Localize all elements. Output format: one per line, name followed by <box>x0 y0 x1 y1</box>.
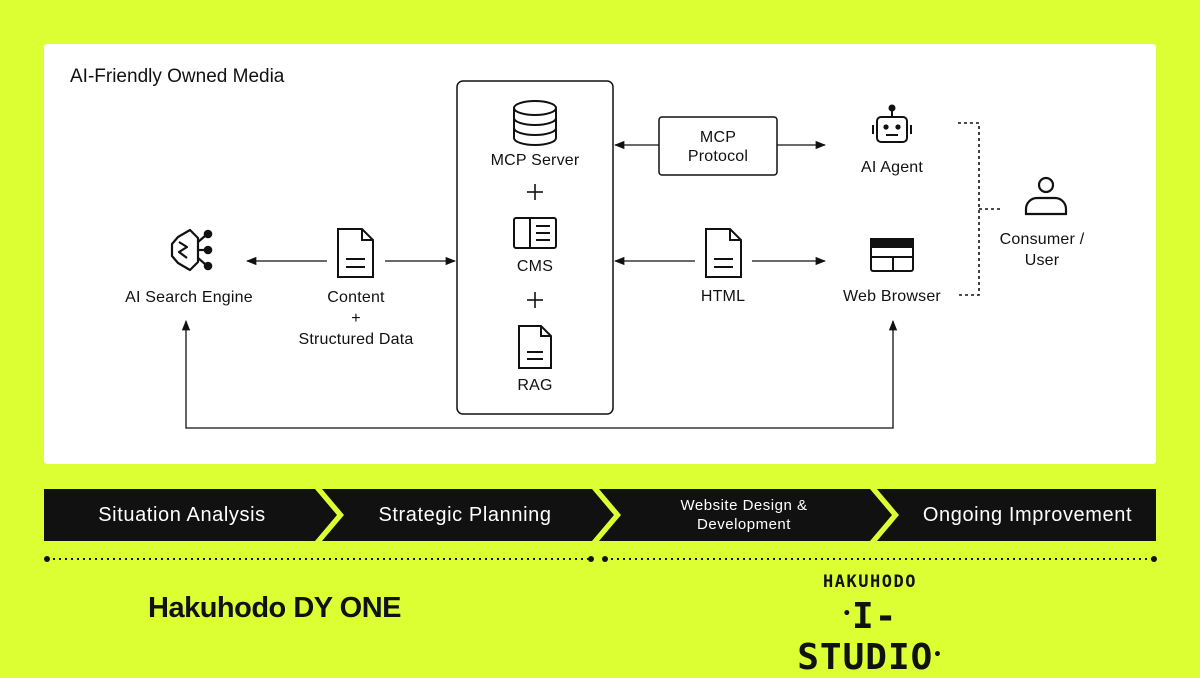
rag-document-icon <box>518 325 552 369</box>
user-label: User <box>1024 252 1060 269</box>
process-step-4-shape <box>877 489 1156 541</box>
plus-sign <box>527 184 543 308</box>
process-step-1-shape <box>44 489 337 541</box>
ai-search-engine-label: AI Search Engine <box>125 289 253 306</box>
content-label: Content <box>327 289 385 306</box>
html-label: HTML <box>700 288 746 305</box>
mcp-server-label: MCP Server <box>490 152 580 169</box>
consumer-label: Consumer / <box>999 231 1085 248</box>
database-icon <box>513 100 557 146</box>
hakuhodo-dy-one-logo: Hakuhodo DY ONE <box>148 592 402 624</box>
i-studio-wordmark: I-STUDIO <box>797 596 934 678</box>
mcp-protocol-line2: Protocol <box>687 148 749 165</box>
html-document-icon <box>705 228 742 278</box>
process-step-website-design-line1: Website Design & <box>680 497 808 514</box>
logo-dot-left: • <box>842 606 853 622</box>
web-browser-label: Web Browser <box>843 288 941 305</box>
process-step-3-shape <box>599 489 892 541</box>
process-step-website-design: Website Design & Development <box>619 489 869 541</box>
diagram-title: AI-Friendly Owned Media <box>70 66 285 87</box>
process-steps: Situation Analysis Strategic Planning We… <box>44 489 1156 541</box>
process-step-situation-analysis: Situation Analysis <box>98 503 266 526</box>
mcp-protocol-box <box>658 116 778 176</box>
hakuhodo-wordmark: HAKUHODO <box>823 572 917 592</box>
process-step-ongoing-improvement: Ongoing Improvement <box>922 503 1133 526</box>
process-step-strategic-planning: Strategic Planning <box>378 503 552 526</box>
i-studio-logo: •I-STUDIO• <box>775 596 965 678</box>
cms-icon <box>513 217 557 249</box>
user-icon <box>1024 176 1068 216</box>
ai-agent-label: AI Agent <box>860 159 924 176</box>
cms-label: CMS <box>516 258 554 275</box>
browser-icon <box>870 238 914 272</box>
content-document-icon <box>337 228 374 278</box>
mcp-protocol-line1: MCP <box>699 129 737 146</box>
rag-label: RAG <box>517 377 553 394</box>
diagram-panel <box>44 44 1156 464</box>
process-step-2-shape <box>322 489 614 541</box>
consumer-dashed-bracket <box>958 122 980 296</box>
loop-connector <box>181 319 898 429</box>
timeline-dotted <box>44 556 1157 562</box>
ai-brain-icon <box>170 228 213 272</box>
robot-icon <box>872 104 912 143</box>
content-plus-label: + <box>351 310 361 327</box>
structured-data-label: Structured Data <box>298 331 414 348</box>
logo-dot-right: • <box>933 647 943 663</box>
process-step-website-design-line2: Development <box>697 516 791 533</box>
platform-stack-box <box>456 80 614 415</box>
process-chevron-bar <box>44 489 1156 541</box>
